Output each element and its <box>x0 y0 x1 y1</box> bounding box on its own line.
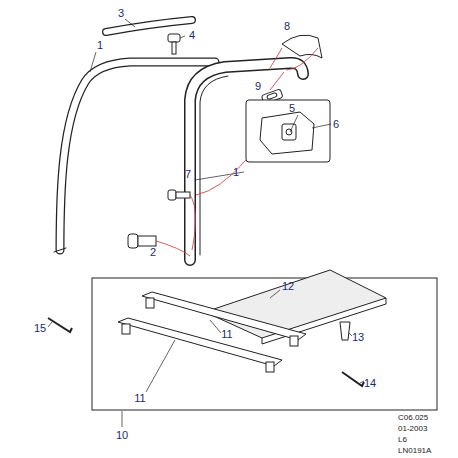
callout-number: 1 <box>233 167 239 178</box>
callout-number: 14 <box>364 378 376 389</box>
callout-number: 2 <box>150 247 156 258</box>
callout-number: 4 <box>189 30 195 41</box>
drawing-code: LN0191A <box>398 447 431 455</box>
drawing-date: 01-2003 <box>398 425 427 433</box>
callout-number: 3 <box>118 8 124 19</box>
callout-number: 1 <box>97 40 103 51</box>
callout-number: 11 <box>134 393 145 404</box>
callout-number: 12 <box>282 281 294 292</box>
callout-number: 13 <box>352 332 364 343</box>
callout-number: 6 <box>333 119 339 130</box>
callout-number: 5 <box>289 103 295 114</box>
callout-number: 9 <box>255 81 261 92</box>
callout-number: 10 <box>116 430 128 441</box>
callout-number: 8 <box>284 21 290 32</box>
drawing-code: L6 <box>398 436 407 444</box>
callout-number: 11 <box>221 329 232 340</box>
drawing-code: C06.025 <box>398 414 428 422</box>
callout-number: 15 <box>34 323 46 334</box>
callout-number: 7 <box>185 169 191 180</box>
